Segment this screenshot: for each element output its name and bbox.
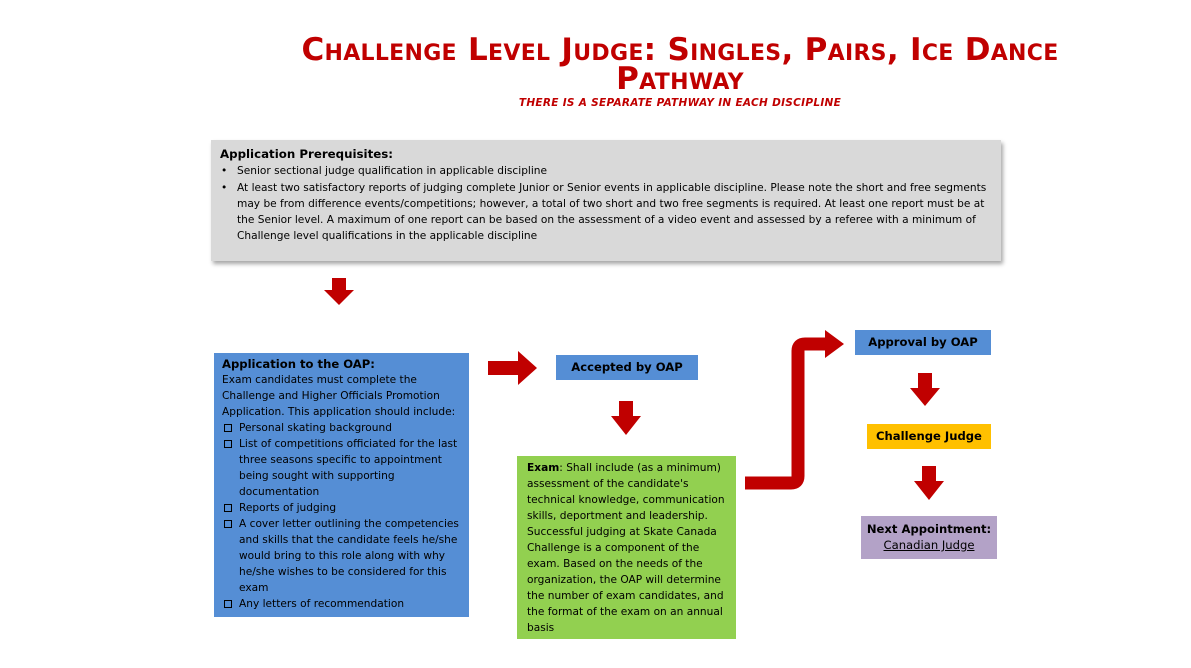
approval-by-oap-box: Approval by OAP — [855, 330, 991, 355]
prerequisite-item: At least two satisfactory reports of jud… — [220, 180, 992, 244]
title-line-2: Pathway — [616, 61, 744, 97]
canadian-judge-link[interactable]: Canadian Judge — [883, 538, 975, 552]
prerequisite-item: Senior sectional judge qualification in … — [220, 163, 992, 179]
title-line-1: Challenge Level Judge: Singles, Pairs, I… — [301, 32, 1059, 68]
down-arrow-challenge — [914, 466, 944, 500]
next-appointment-heading: Next Appointment: — [866, 522, 992, 536]
prerequisites-heading: Application Prerequisites: — [220, 147, 393, 161]
page-subtitle: THERE IS A SEPARATE PATHWAY IN EACH DISC… — [518, 97, 842, 109]
application-intro: Exam candidates must complete the Challe… — [222, 374, 456, 418]
next-appointment-box: Next Appointment: Canadian Judge — [861, 516, 997, 559]
down-arrow-approval — [910, 373, 940, 406]
bent-arrow-exam-to-approval — [745, 337, 827, 490]
prerequisites-list: Senior sectional judge qualification in … — [220, 163, 992, 244]
application-item: List of competitions officiated for the … — [222, 436, 461, 500]
exam-box: Exam: Shall include (as a minimum) asses… — [517, 456, 736, 639]
page-title: Challenge Level Judge: Singles, Pairs, I… — [180, 32, 1180, 97]
right-arrow-application — [488, 351, 537, 385]
accepted-by-oap-box: Accepted by OAP — [556, 355, 698, 380]
application-box: Application to the OAP: Exam candidates … — [214, 353, 469, 617]
bent-arrow-head — [825, 330, 844, 358]
down-arrow-prereq — [324, 278, 354, 305]
down-arrow-accepted — [611, 401, 641, 435]
application-item: A cover letter outlining the competencie… — [222, 516, 461, 596]
application-heading: Application to the OAP: — [222, 357, 375, 371]
exam-text: : Shall include (as a minimum) assessmen… — [527, 462, 725, 634]
application-item: Personal skating background — [222, 420, 461, 436]
prerequisites-box: Application Prerequisites: Senior sectio… — [211, 140, 1001, 261]
challenge-judge-box: Challenge Judge — [867, 424, 991, 449]
application-list: Personal skating background List of comp… — [222, 420, 461, 612]
exam-label: Exam — [527, 462, 560, 474]
application-item: Reports of judging — [222, 500, 461, 516]
application-item: Any letters of recommendation — [222, 596, 461, 612]
